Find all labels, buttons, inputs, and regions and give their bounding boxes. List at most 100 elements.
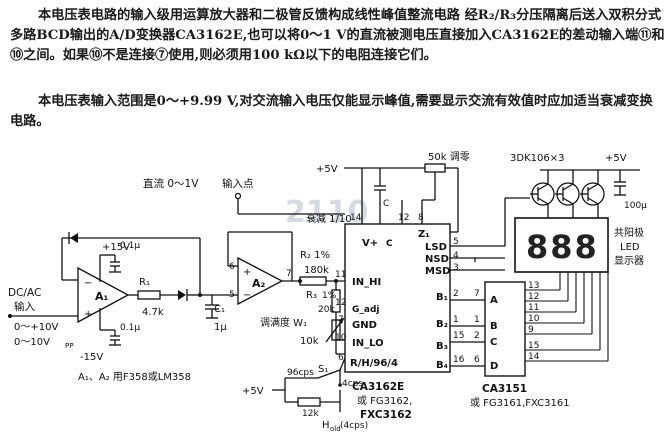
plus5v-top-label: +5V — [316, 164, 338, 175]
r2-label: R₂ 1% — [300, 250, 330, 261]
ic1-pin-b4-num: 16 — [453, 355, 465, 365]
s1-label: S₁ — [318, 364, 328, 375]
ic2-num-c: 2 — [474, 331, 480, 341]
ic1-pin-inlo: IN_LO — [352, 338, 384, 349]
svg-text:6: 6 — [229, 262, 235, 272]
ic1-pin-gnd: GND — [352, 320, 377, 331]
c-01u-bot-label: 0.1μ — [120, 323, 140, 333]
transistors-label: 3DK106×3 — [510, 153, 564, 164]
ic2-out-15: 15 — [528, 341, 539, 351]
attn-label: 衰减 1/10 — [306, 212, 352, 225]
r3-pct: 1% — [322, 291, 337, 301]
dcac-input-label-2: 输入 — [14, 300, 35, 313]
opamp-note: A₁、A₂ 用F358或LM358 — [78, 371, 191, 383]
display-title-3: 显示器 — [614, 255, 644, 267]
ic2-out-14: 14 — [528, 352, 540, 362]
sens-pot-value: 10k — [300, 336, 319, 347]
ic1-pin-rh: R/H/96/4 — [350, 358, 398, 369]
display-title-2: LED — [620, 242, 640, 253]
ic1-pin-b3: B₃ — [436, 341, 448, 352]
ic1-pin-msd-num: 3 — [453, 263, 459, 273]
a1-label: A₁ — [95, 290, 109, 303]
c-01u-top-label: 0.1μ — [120, 241, 140, 251]
ic1-pin-8-num: 8 — [418, 213, 424, 223]
c-100u-label: 100μ — [624, 201, 647, 211]
ic2-input-a: A — [490, 295, 498, 306]
ic1-pin-c: C — [386, 239, 393, 249]
description-paragraph-1: 本电压表电路的输入级用运算放大器和二极管反馈构成线性峰值整流电路 经R₂/R₃分… — [10, 8, 665, 63]
ic2-input-c: C — [490, 337, 497, 348]
ic1-name: CA3162E — [352, 381, 404, 393]
plus5v-bot-label: +5V — [242, 386, 264, 397]
ic1-pin-b1-num: 2 — [453, 289, 459, 299]
ic1-alt1: 或 FG3162, — [357, 395, 412, 407]
hz4-label: 4cps — [342, 379, 363, 389]
dcac-input-label: DC/AC — [8, 287, 41, 299]
ic1-pin-gadj: G_adj — [352, 305, 380, 315]
ic1-pin-b4: B₄ — [436, 360, 448, 371]
description-paragraph-2: 本电压表输入范围是0～+9.99 V,对交流输入电压仅能显示峰值,需要显示交流有… — [10, 94, 653, 129]
sens-pot-label: 调满度 W₁ — [260, 316, 307, 329]
ic2-out-13: 13 — [528, 281, 539, 291]
ic2-out-9: 9 — [528, 325, 534, 335]
ic1-pin-b2: B₂ — [436, 319, 448, 330]
r12k-label: 12k — [302, 409, 319, 419]
svg-text:−: − — [243, 290, 251, 301]
r1-value: 4.7k — [142, 307, 164, 318]
c1-label: C₁ — [214, 304, 225, 315]
svg-text:+: + — [84, 309, 92, 320]
r3-label: R₃ — [306, 290, 317, 301]
ic2-num-a: 7 — [474, 289, 480, 299]
opamp-a2: + − A₂ — [237, 256, 284, 306]
ic1-pin-z1: Z₁ — [418, 229, 430, 240]
hold-rate: (4cps) — [340, 421, 368, 431]
ic2-out-11: 11 — [528, 303, 539, 313]
dc-direct-label: 直流 0～1V — [143, 177, 199, 190]
svg-text:−: − — [84, 278, 92, 289]
led-display — [514, 217, 609, 273]
plus15v-label: +15V — [102, 242, 130, 253]
transistor-3 — [580, 170, 605, 218]
ic2-name: CA3151 — [482, 383, 527, 395]
transistor-1 — [530, 170, 555, 218]
a2-label: A₂ — [252, 277, 266, 290]
hold-label: H — [322, 420, 330, 431]
ic1-pin-lsd-num: 5 — [453, 237, 459, 247]
transistor-2 — [555, 170, 580, 218]
c-top-label: C — [383, 199, 389, 209]
svg-text:5: 5 — [229, 290, 235, 300]
opamp-a1: − + A₁ — [77, 266, 130, 324]
pot-zero-label: 50k 调零 — [428, 151, 470, 163]
plus5v-right-label: +5V — [605, 153, 627, 164]
input-point-label: 输入点 — [222, 177, 254, 190]
r1-label: R₁ — [139, 277, 150, 288]
minus15v-label: -15V — [80, 352, 103, 363]
led-digits: 888 — [526, 228, 599, 266]
r3-value: 20k — [318, 305, 335, 315]
hold-sub: old — [330, 425, 341, 433]
ic2-num-b: 1 — [474, 315, 480, 325]
ic1-pin-nsd: NSD — [425, 254, 449, 265]
ic1-pin-inhi-num: 11 — [335, 270, 346, 280]
range-ac-label: 0～10V — [14, 337, 50, 348]
display-title-1: 共阳极 — [614, 226, 644, 239]
range-ac-sub: PP — [65, 342, 73, 350]
ic1-pin-vplus-num: 14 — [350, 213, 362, 223]
ic-ca3151 — [484, 281, 526, 377]
ic2-num-d: 6 — [474, 355, 480, 365]
ic2-output-bus — [525, 272, 609, 362]
ic2-input-d: D — [490, 361, 498, 372]
svg-text:7: 7 — [286, 269, 292, 279]
ic1-pin-gadj-num: 12 — [335, 298, 346, 308]
r96-label: 96cps — [287, 368, 314, 378]
r2-value: 180k — [304, 265, 329, 276]
ic2-alt: 或 FG3161,FXC3161 — [470, 397, 570, 409]
ic1-pin-c-num: 12 — [398, 213, 409, 223]
ic1-pin-inlo-num: 10 — [335, 333, 347, 343]
ic-ca3162e — [344, 223, 451, 373]
ic2-out-12: 12 — [528, 292, 539, 302]
ic1-pin-msd: MSD — [425, 266, 450, 277]
c1-value: 1μ — [214, 322, 227, 333]
ic1-pin-b1: B₁ — [436, 292, 448, 303]
